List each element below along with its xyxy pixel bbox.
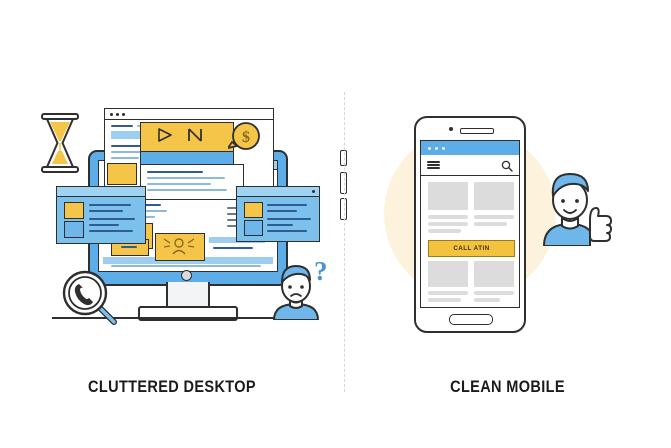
- monitor-power-dot: [181, 270, 192, 281]
- status-dot: [428, 146, 431, 150]
- floating-window-right-titlebar: [237, 187, 319, 197]
- video-player-card: [140, 122, 234, 152]
- money-symbol: $: [242, 129, 250, 146]
- window-close-dot[interactable]: [312, 190, 315, 193]
- phone-volume-up-button[interactable]: [340, 172, 347, 194]
- content-block: [428, 261, 468, 287]
- content-block: [474, 261, 514, 287]
- window-dot: [110, 112, 113, 116]
- cluttered-desktop-illustration: $: [0, 0, 344, 370]
- video-player-description: [140, 164, 244, 200]
- window-dot: [122, 112, 125, 116]
- status-dot: [442, 146, 445, 150]
- content-block: [428, 182, 468, 210]
- money-bubble: $: [227, 120, 262, 154]
- phone-home-button[interactable]: [449, 314, 493, 325]
- caption-cluttered-desktop: CLUTTERED DESKTOP: [88, 378, 256, 396]
- phone-status-bar: [421, 141, 519, 156]
- floating-window-left: [56, 186, 146, 244]
- floating-window-left-titlebar: [57, 187, 145, 197]
- call-to-action-button[interactable]: CALL ATIN: [428, 240, 515, 257]
- question-mark: ?: [314, 256, 328, 286]
- avatar-banner-card: [155, 233, 205, 261]
- hamburger-icon[interactable]: [427, 161, 440, 170]
- status-dot: [435, 146, 438, 150]
- caption-clean-mobile: CLEAN MOBILE: [450, 378, 565, 396]
- floor-line: [52, 317, 304, 319]
- search-icon[interactable]: [501, 159, 513, 177]
- thumbs-up-person: [540, 168, 616, 247]
- phone-screen: CALL ATIN: [420, 140, 520, 308]
- phone-volume-down-button[interactable]: [340, 198, 347, 220]
- window-dot: [116, 112, 119, 116]
- confused-person: [268, 262, 324, 321]
- phone-side-button[interactable]: [340, 150, 347, 166]
- hourglass-icon: [38, 112, 82, 174]
- phone-nav-bar: [421, 155, 519, 176]
- phone-camera: [449, 127, 453, 131]
- panel-divider: [344, 92, 345, 392]
- magnifier-phone-icon: [60, 268, 122, 330]
- floating-window-right: [236, 186, 320, 242]
- smartphone: CALL ATIN: [414, 116, 526, 333]
- browser-window-overlay-titlebar: [105, 109, 273, 120]
- phone-speaker: [460, 127, 494, 134]
- cta-label: CALL ATIN: [453, 245, 490, 252]
- clean-mobile-illustration: CALL ATIN: [340, 0, 671, 370]
- content-block: [474, 182, 514, 210]
